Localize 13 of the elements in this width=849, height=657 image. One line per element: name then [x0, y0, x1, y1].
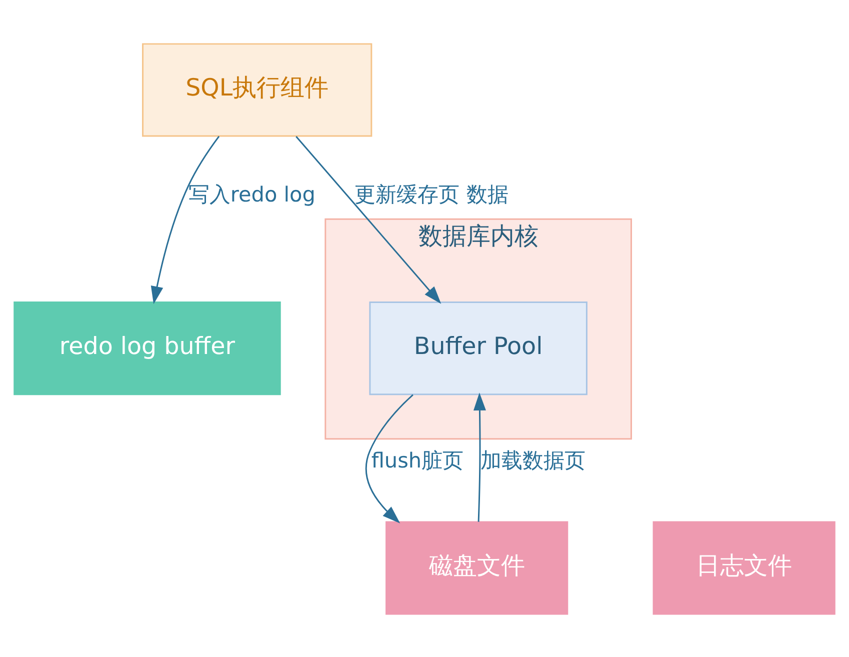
edge-label: flush脏页: [371, 448, 464, 472]
node-box: 日志文件: [652, 520, 836, 614]
arrow: [473, 392, 486, 522]
node-box: 磁盘文件: [386, 520, 568, 614]
arrow: [150, 135, 220, 304]
edge-label: 加载数据页: [480, 448, 586, 472]
node-box: Buffer Pool: [369, 301, 588, 395]
edge-label: 更新缓存页 数据: [354, 182, 508, 206]
node-box: SQL执行组件: [142, 42, 372, 136]
node-box: redo log buffer: [14, 301, 281, 395]
arrow: [296, 136, 442, 304]
arrow: [365, 394, 414, 523]
edge-label: 写入redo log: [188, 182, 316, 206]
